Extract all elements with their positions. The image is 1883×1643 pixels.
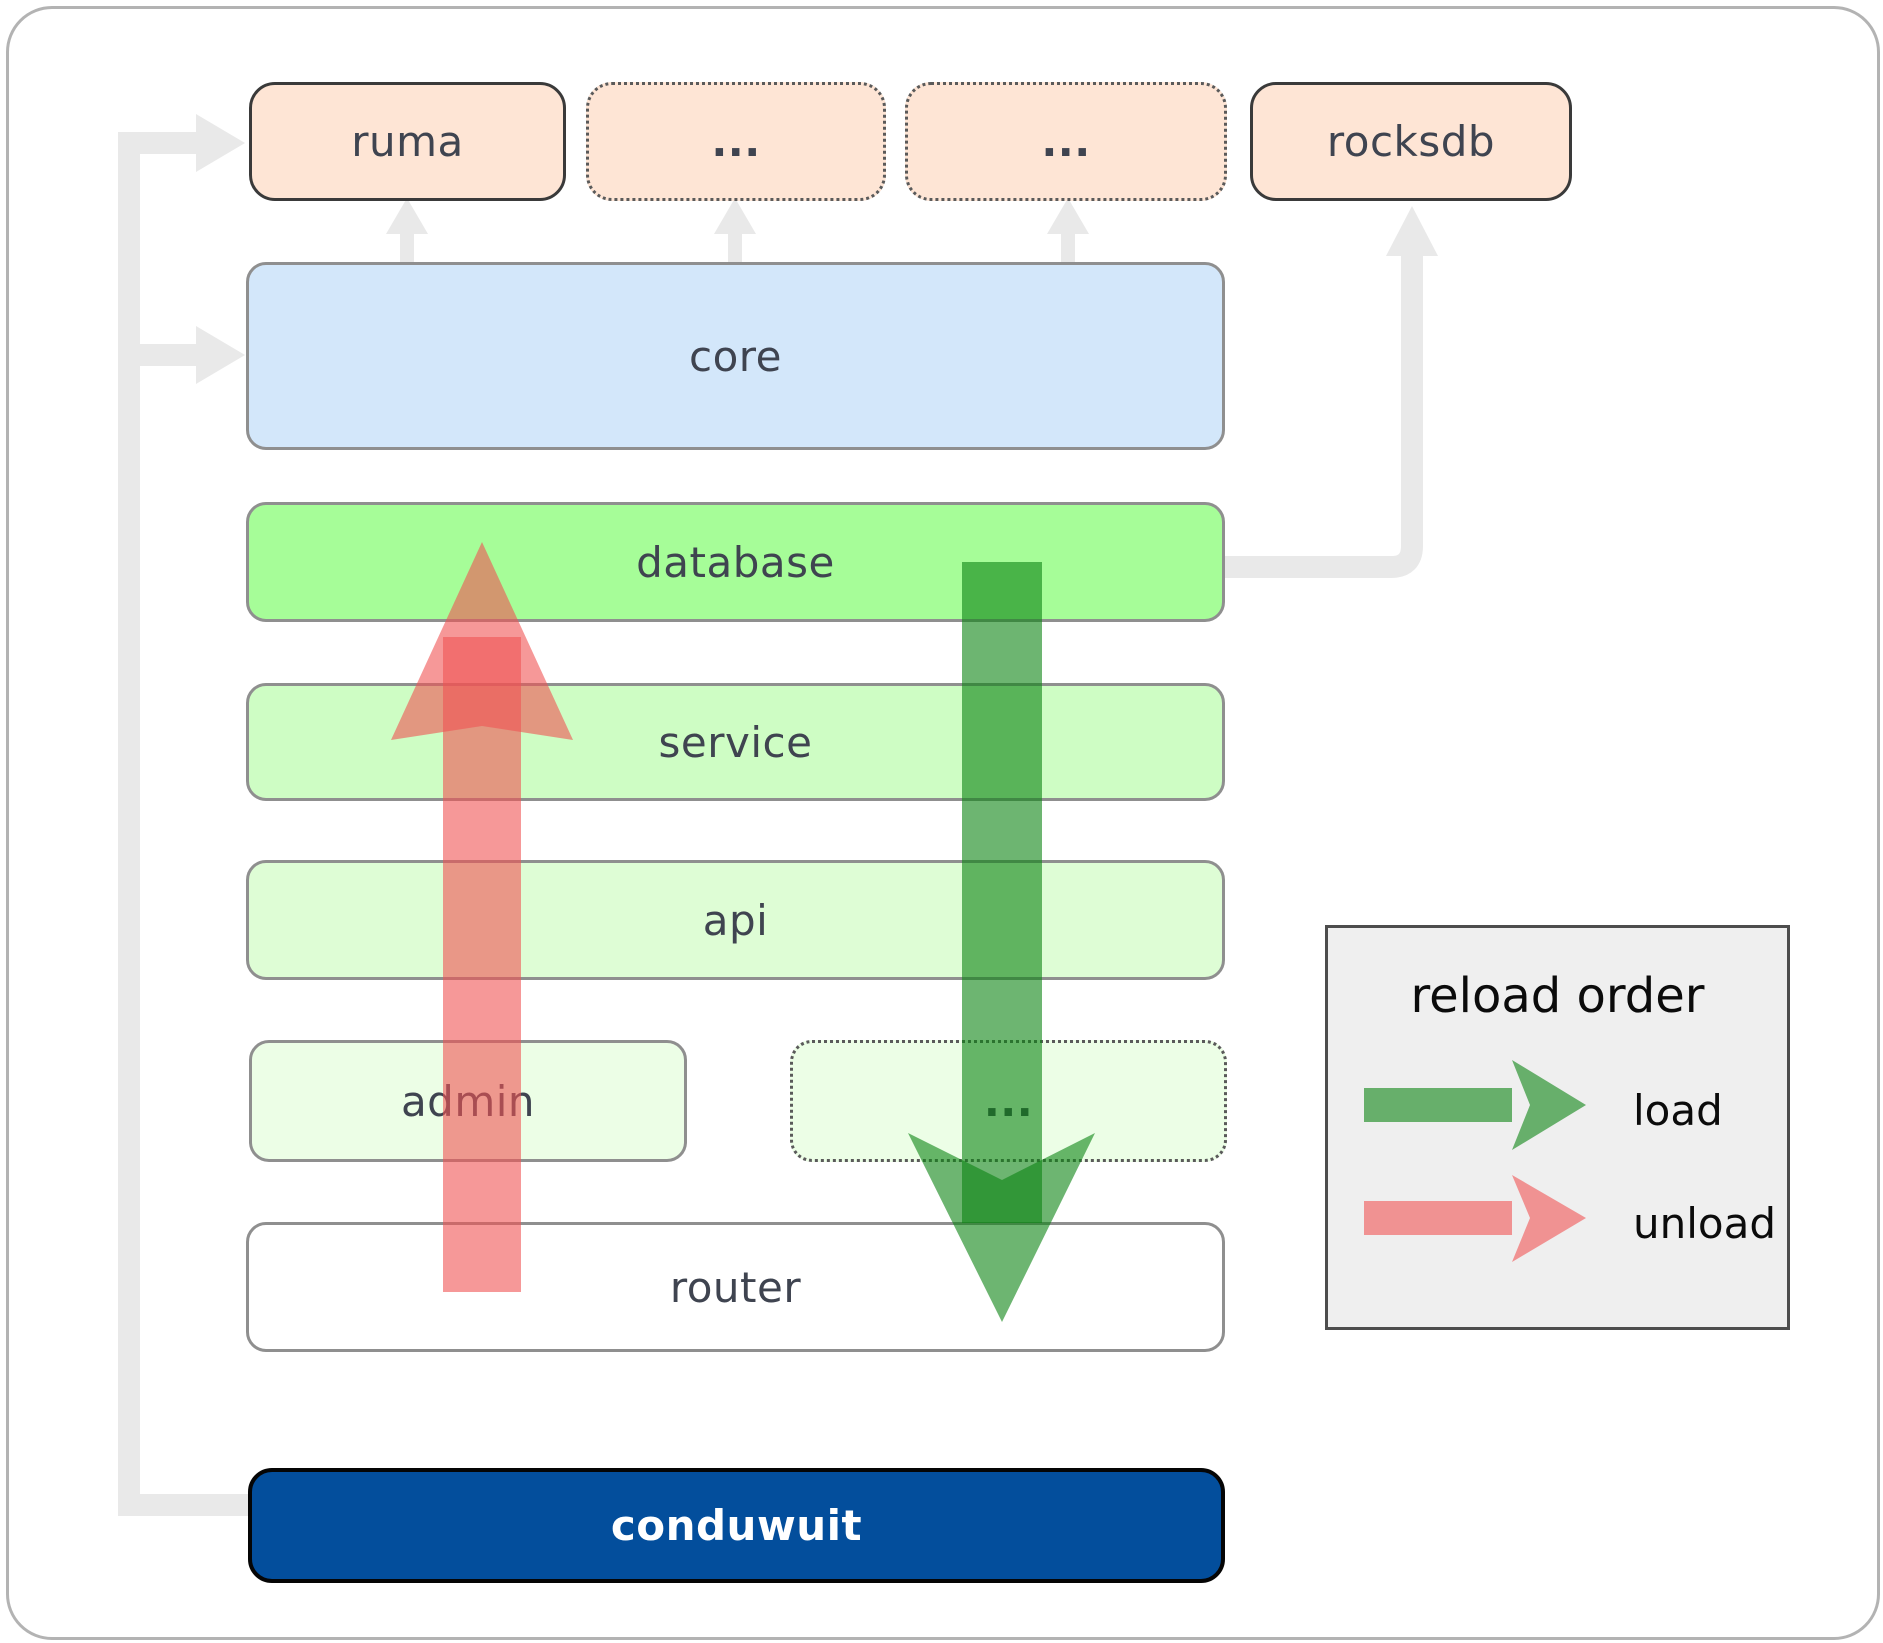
legend-unload-label: unload xyxy=(1633,1199,1777,1248)
node-conduwuit: conduwuit xyxy=(248,1468,1225,1583)
node-router: router xyxy=(246,1222,1225,1352)
node-external-crate-2-label: ... xyxy=(1041,117,1091,166)
legend-box: reload order load unload xyxy=(1325,925,1790,1330)
legend-load-label: load xyxy=(1633,1086,1723,1135)
node-rocksdb-label: rocksdb xyxy=(1326,117,1496,166)
node-api: api xyxy=(246,860,1225,980)
node-external-crate-2: ... xyxy=(905,82,1227,201)
node-external-crate-1: ... xyxy=(586,82,886,201)
node-admin-more-label: ... xyxy=(983,1076,1034,1126)
node-service: service xyxy=(246,683,1225,801)
node-service-label: service xyxy=(658,717,813,767)
node-rocksdb: rocksdb xyxy=(1250,82,1572,201)
node-router-label: router xyxy=(669,1262,802,1312)
outer-frame xyxy=(6,6,1880,1640)
node-api-label: api xyxy=(702,895,769,945)
node-database-label: database xyxy=(636,537,835,587)
node-core-label: core xyxy=(689,331,782,381)
node-admin-more: ... xyxy=(790,1040,1227,1162)
node-core: core xyxy=(246,262,1225,450)
node-external-crate-1-label: ... xyxy=(711,117,761,166)
node-admin: admin xyxy=(249,1040,687,1162)
node-ruma: ruma xyxy=(249,82,566,201)
node-ruma-label: ruma xyxy=(351,117,464,166)
node-admin-label: admin xyxy=(400,1076,536,1126)
legend-title: reload order xyxy=(1410,968,1705,1024)
node-database: database xyxy=(246,502,1225,622)
node-conduwuit-label: conduwuit xyxy=(610,1501,863,1550)
